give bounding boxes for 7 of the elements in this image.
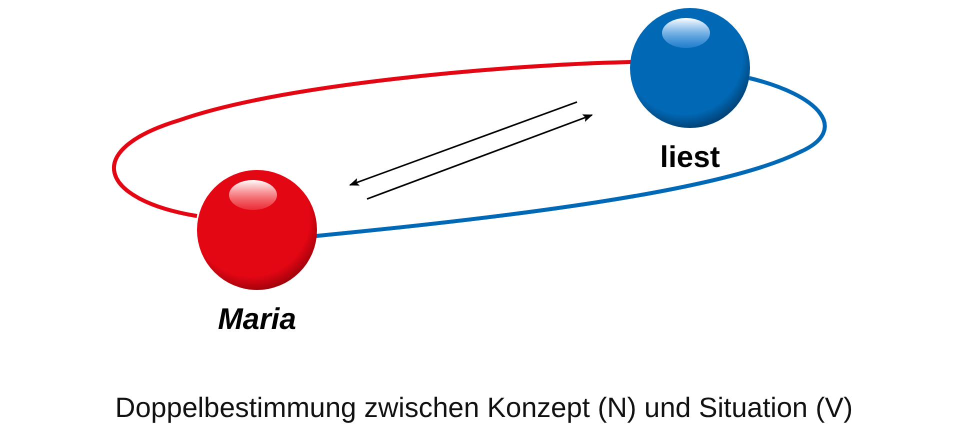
arrow: [366, 114, 593, 200]
orbit-arc: [112, 60, 632, 218]
orbit-arc: [316, 76, 826, 238]
node-label: Maria: [218, 302, 296, 338]
caption: Doppelbestimmung zwischen Konzept (N) und Situation (V): [115, 392, 853, 424]
arrow: [349, 101, 578, 186]
node-label: liest: [660, 140, 720, 176]
